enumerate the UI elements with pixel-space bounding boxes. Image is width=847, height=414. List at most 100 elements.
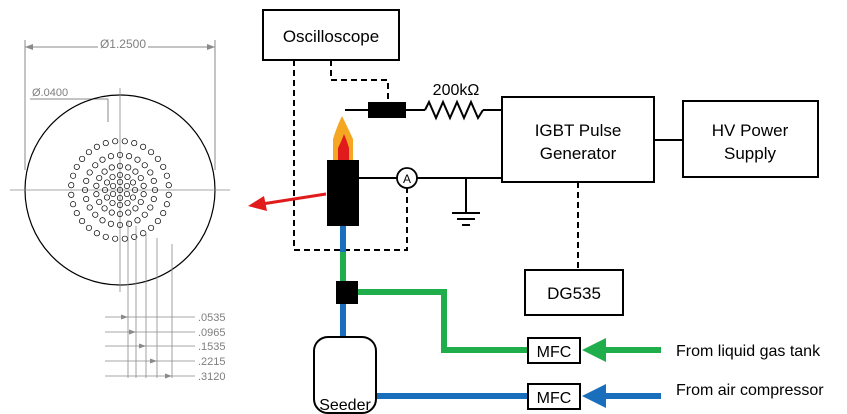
oscilloscope-label: Oscilloscope [283,27,379,46]
nozzle-hole [116,186,124,194]
mfc-bottom-box [527,383,581,410]
nozzle-hole [140,191,147,198]
nozzle-hole [151,186,159,194]
nozzle-hole [93,230,100,237]
nozzle-hole [68,191,75,198]
nozzle-hole [116,201,124,209]
burner-body [327,160,359,226]
nozzle-hole [73,210,80,217]
mfc-top-box [527,337,581,364]
nozzle-hole [99,217,106,224]
air-source-label: From air compressor [676,382,824,399]
nozzle-hole [132,168,139,175]
nozzle-hole [165,191,172,198]
igbt-label-line2: Generator [540,144,617,163]
oscilloscope-box [262,9,400,61]
nozzle-hole [150,196,157,203]
nozzle-hole [150,177,157,184]
nozzle-hole [140,143,147,150]
green-gas-line [356,289,528,353]
nozzle-hole [160,210,167,217]
nozzle-hole [121,235,128,242]
radius-label-5: .3120 [198,371,226,383]
nozzle-hole [68,182,75,189]
nozzle-hole [112,235,119,242]
nozzle-hole [108,164,115,171]
igbt-pulse-generator-box [501,96,655,183]
radius-label-2: .0965 [198,327,226,339]
nozzle-hole [79,155,86,162]
nozzle-hole [107,153,114,160]
nozzle-hole [141,162,148,169]
nozzle-hole [103,179,111,186]
nozzle-hole [163,201,170,208]
emission-arrow-head [248,196,267,211]
nozzle-hole [163,172,170,179]
seeder-box [313,336,377,414]
probe-line-current [293,60,408,251]
nozzle-hole [108,209,115,216]
diameter-arrow-left [25,44,33,50]
radius-dimension-stack: .0535 .0965 .1535 .2215 .3120 [105,220,226,383]
nozzle-hole [165,182,172,189]
nozzle-hole [83,196,90,203]
nozzle-hole [92,211,99,218]
nozzle-hole [147,204,154,211]
nozzle-hole [103,194,111,201]
nozzle-hole [99,156,106,163]
nozzle-hole [125,164,132,171]
nozzle-hole [123,182,130,190]
nozzle-hole [109,173,116,181]
nozzle-hole [121,138,128,145]
nozzle-hole [140,230,147,237]
nozzle-hole [131,140,138,147]
nozzle-hole [83,177,90,184]
nozzle-hole [148,224,155,231]
nozzle-hole [86,204,93,211]
nozzle-hole [140,182,147,189]
nozzle-hole [85,224,92,231]
ammeter-label: A [403,172,411,186]
nozzle-hole [101,205,108,212]
nozzle-hole [92,162,99,169]
radius-label-1: .0535 [198,312,226,324]
nozzle-hole [131,186,139,194]
nozzle-hole [124,199,131,207]
radius-label-4: .2215 [198,356,226,368]
nozzle-hole [129,179,137,186]
air-arrow-head [582,384,606,408]
nozzle-hole [141,211,148,218]
nozzle-hole [102,233,109,240]
nozzle-hole [112,138,119,145]
emission-arrow-shaft [261,192,327,206]
nozzle-hole [109,199,116,207]
nozzle-hole [102,140,109,147]
nozzle-hole [126,153,133,160]
nozzle-hole [116,210,124,218]
nozzle-hole [154,218,161,225]
nozzle-hole [116,178,124,186]
nozzle-hole [96,198,103,206]
radius-arrow-3 [139,343,146,349]
nozzle-hole [93,191,100,198]
nozzle-hole [137,198,144,206]
flame-inner [338,134,349,160]
nozzle-hole-pattern [68,138,172,242]
nozzle-hole [93,143,100,150]
nozzle-hole [148,149,155,156]
radius-arrow-4 [150,358,157,364]
nozzle-hole [134,156,141,163]
outer-diameter-label: Ø1.2500 [100,37,146,51]
hole-diameter-label: Ø.0400 [32,87,68,99]
voltage-probe [368,102,406,118]
dg535-box [524,269,624,316]
gas-tank-arrow-head [582,338,606,362]
mfc-top-label: MFC [537,344,572,361]
radius-arrow-5 [165,373,172,379]
nozzle-hole [110,190,117,198]
setup-schematic: Oscilloscope 200kΩ + IGBT Pulse Generato… [248,9,824,414]
tee-fitting [336,281,358,304]
nozzle-hole [85,149,92,156]
nozzle-hole [70,201,77,208]
